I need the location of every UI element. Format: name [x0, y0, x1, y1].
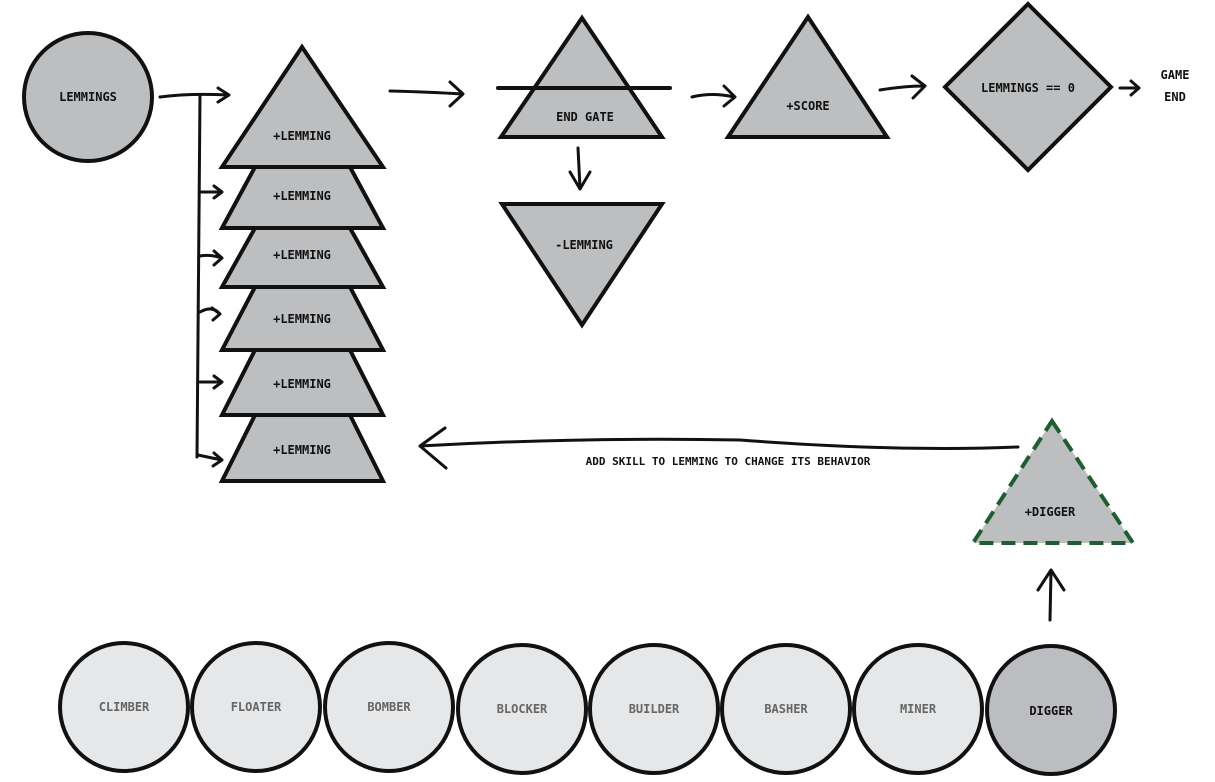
score-label: +SCORE — [786, 99, 829, 113]
skill-blocker[interactable]: BLOCKER — [456, 643, 588, 775]
skill-bomber[interactable]: BOMBER — [323, 641, 455, 773]
branch-arrows — [196, 184, 224, 468]
skill-label: BOMBER — [367, 700, 411, 714]
arrow-skill-to-lemming — [418, 426, 1020, 470]
branch-line — [195, 93, 202, 459]
skill-label: CLIMBER — [99, 700, 150, 714]
arrow-to-end-gate — [388, 80, 465, 108]
skill-label: FLOATER — [231, 700, 282, 714]
condition-node: LEMMINGS == 0 — [942, 1, 1114, 173]
spawn-stack: +LEMMING +LEMMING +LEMMING +LEMMING +LEM… — [218, 43, 387, 483]
game-end-label: GAME — [1161, 68, 1190, 82]
arrow-to-minus-lemming — [568, 146, 592, 191]
spawn-label: +LEMMING — [273, 129, 331, 143]
digger-skill-label: +DIGGER — [1025, 505, 1076, 519]
skill-label: BLOCKER — [497, 702, 548, 716]
arrow-to-score — [690, 84, 737, 108]
spawn-label: +LEMMING — [273, 248, 331, 262]
skill-floater[interactable]: FLOATER — [190, 641, 322, 773]
skill-basher[interactable]: BASHER — [720, 643, 852, 775]
spawn-label: +LEMMING — [273, 189, 331, 203]
arrow-start-to-spawn — [158, 86, 231, 104]
start-label: LEMMINGS — [59, 90, 117, 104]
skill-miner[interactable]: MINER — [852, 643, 984, 775]
spawn-label: +LEMMING — [273, 377, 331, 391]
game-end-label: END — [1164, 90, 1186, 104]
skill-builder[interactable]: BUILDER — [588, 643, 720, 775]
arrow-to-condition — [878, 74, 927, 100]
arrow-up-to-digger — [1036, 568, 1066, 622]
digger-skill-node: +DIGGER — [969, 417, 1137, 545]
arrow-to-game-end — [1118, 79, 1141, 97]
condition-label: LEMMINGS == 0 — [981, 81, 1075, 95]
skill-label: MINER — [900, 702, 937, 716]
skill-climber[interactable]: CLIMBER — [58, 641, 190, 773]
skill-label: BUILDER — [629, 702, 680, 716]
skill-label: DIGGER — [1029, 704, 1073, 718]
skill-label: BASHER — [764, 702, 808, 716]
skill-bar: CLIMBER FLOATER BOMBER BLOCKER BUILDER B… — [58, 641, 1117, 776]
spawn-label: +LEMMING — [273, 312, 331, 326]
score-node: +SCORE — [724, 13, 891, 139]
start-node: LEMMINGS — [22, 31, 154, 163]
annotation-text: ADD SKILL TO LEMMING TO CHANGE ITS BEHAV… — [586, 455, 871, 468]
end-gate-node: END GATE — [496, 14, 672, 139]
end-gate-label: END GATE — [556, 110, 614, 124]
minus-lemming-node: -LEMMING — [498, 202, 666, 329]
spawn-label: +LEMMING — [273, 443, 331, 457]
minus-lemming-label: -LEMMING — [555, 238, 613, 252]
skill-digger[interactable]: DIGGER — [985, 644, 1117, 776]
